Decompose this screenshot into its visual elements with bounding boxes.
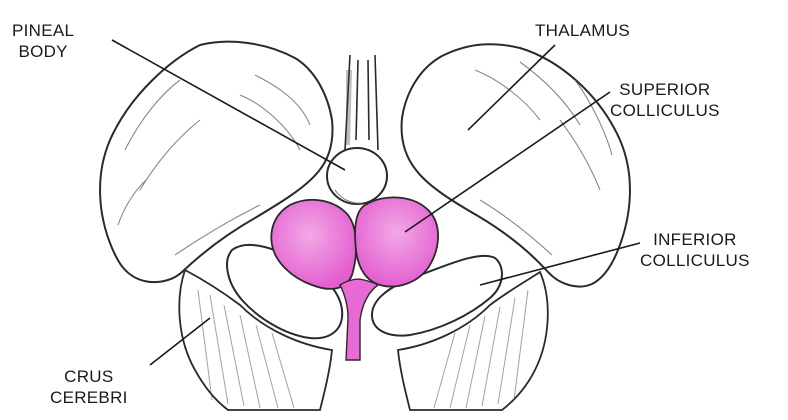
label-crus-line2: CEREBRI [50,387,128,408]
label-crus-cerebri: CRUS CEREBRI [50,366,128,408]
label-superior-line1: SUPERIOR [610,79,720,100]
label-pineal-line2: BODY [12,41,74,62]
label-inferior-line2: COLLICULUS [640,250,750,271]
label-crus-line1: CRUS [50,366,128,387]
midline-shading [346,70,352,145]
pineal-body [327,148,387,204]
label-superior-line2: COLLICULUS [610,100,720,121]
label-inferior-line1: INFERIOR [640,229,750,250]
label-inferior-colliculus: INFERIOR COLLICULUS [640,229,750,271]
label-thalamus: THALAMUS [535,20,630,41]
label-pineal-line1: PINEAL [12,20,74,41]
label-pineal-body: PINEAL BODY [12,20,74,62]
label-superior-colliculus: SUPERIOR COLLICULUS [610,79,720,121]
